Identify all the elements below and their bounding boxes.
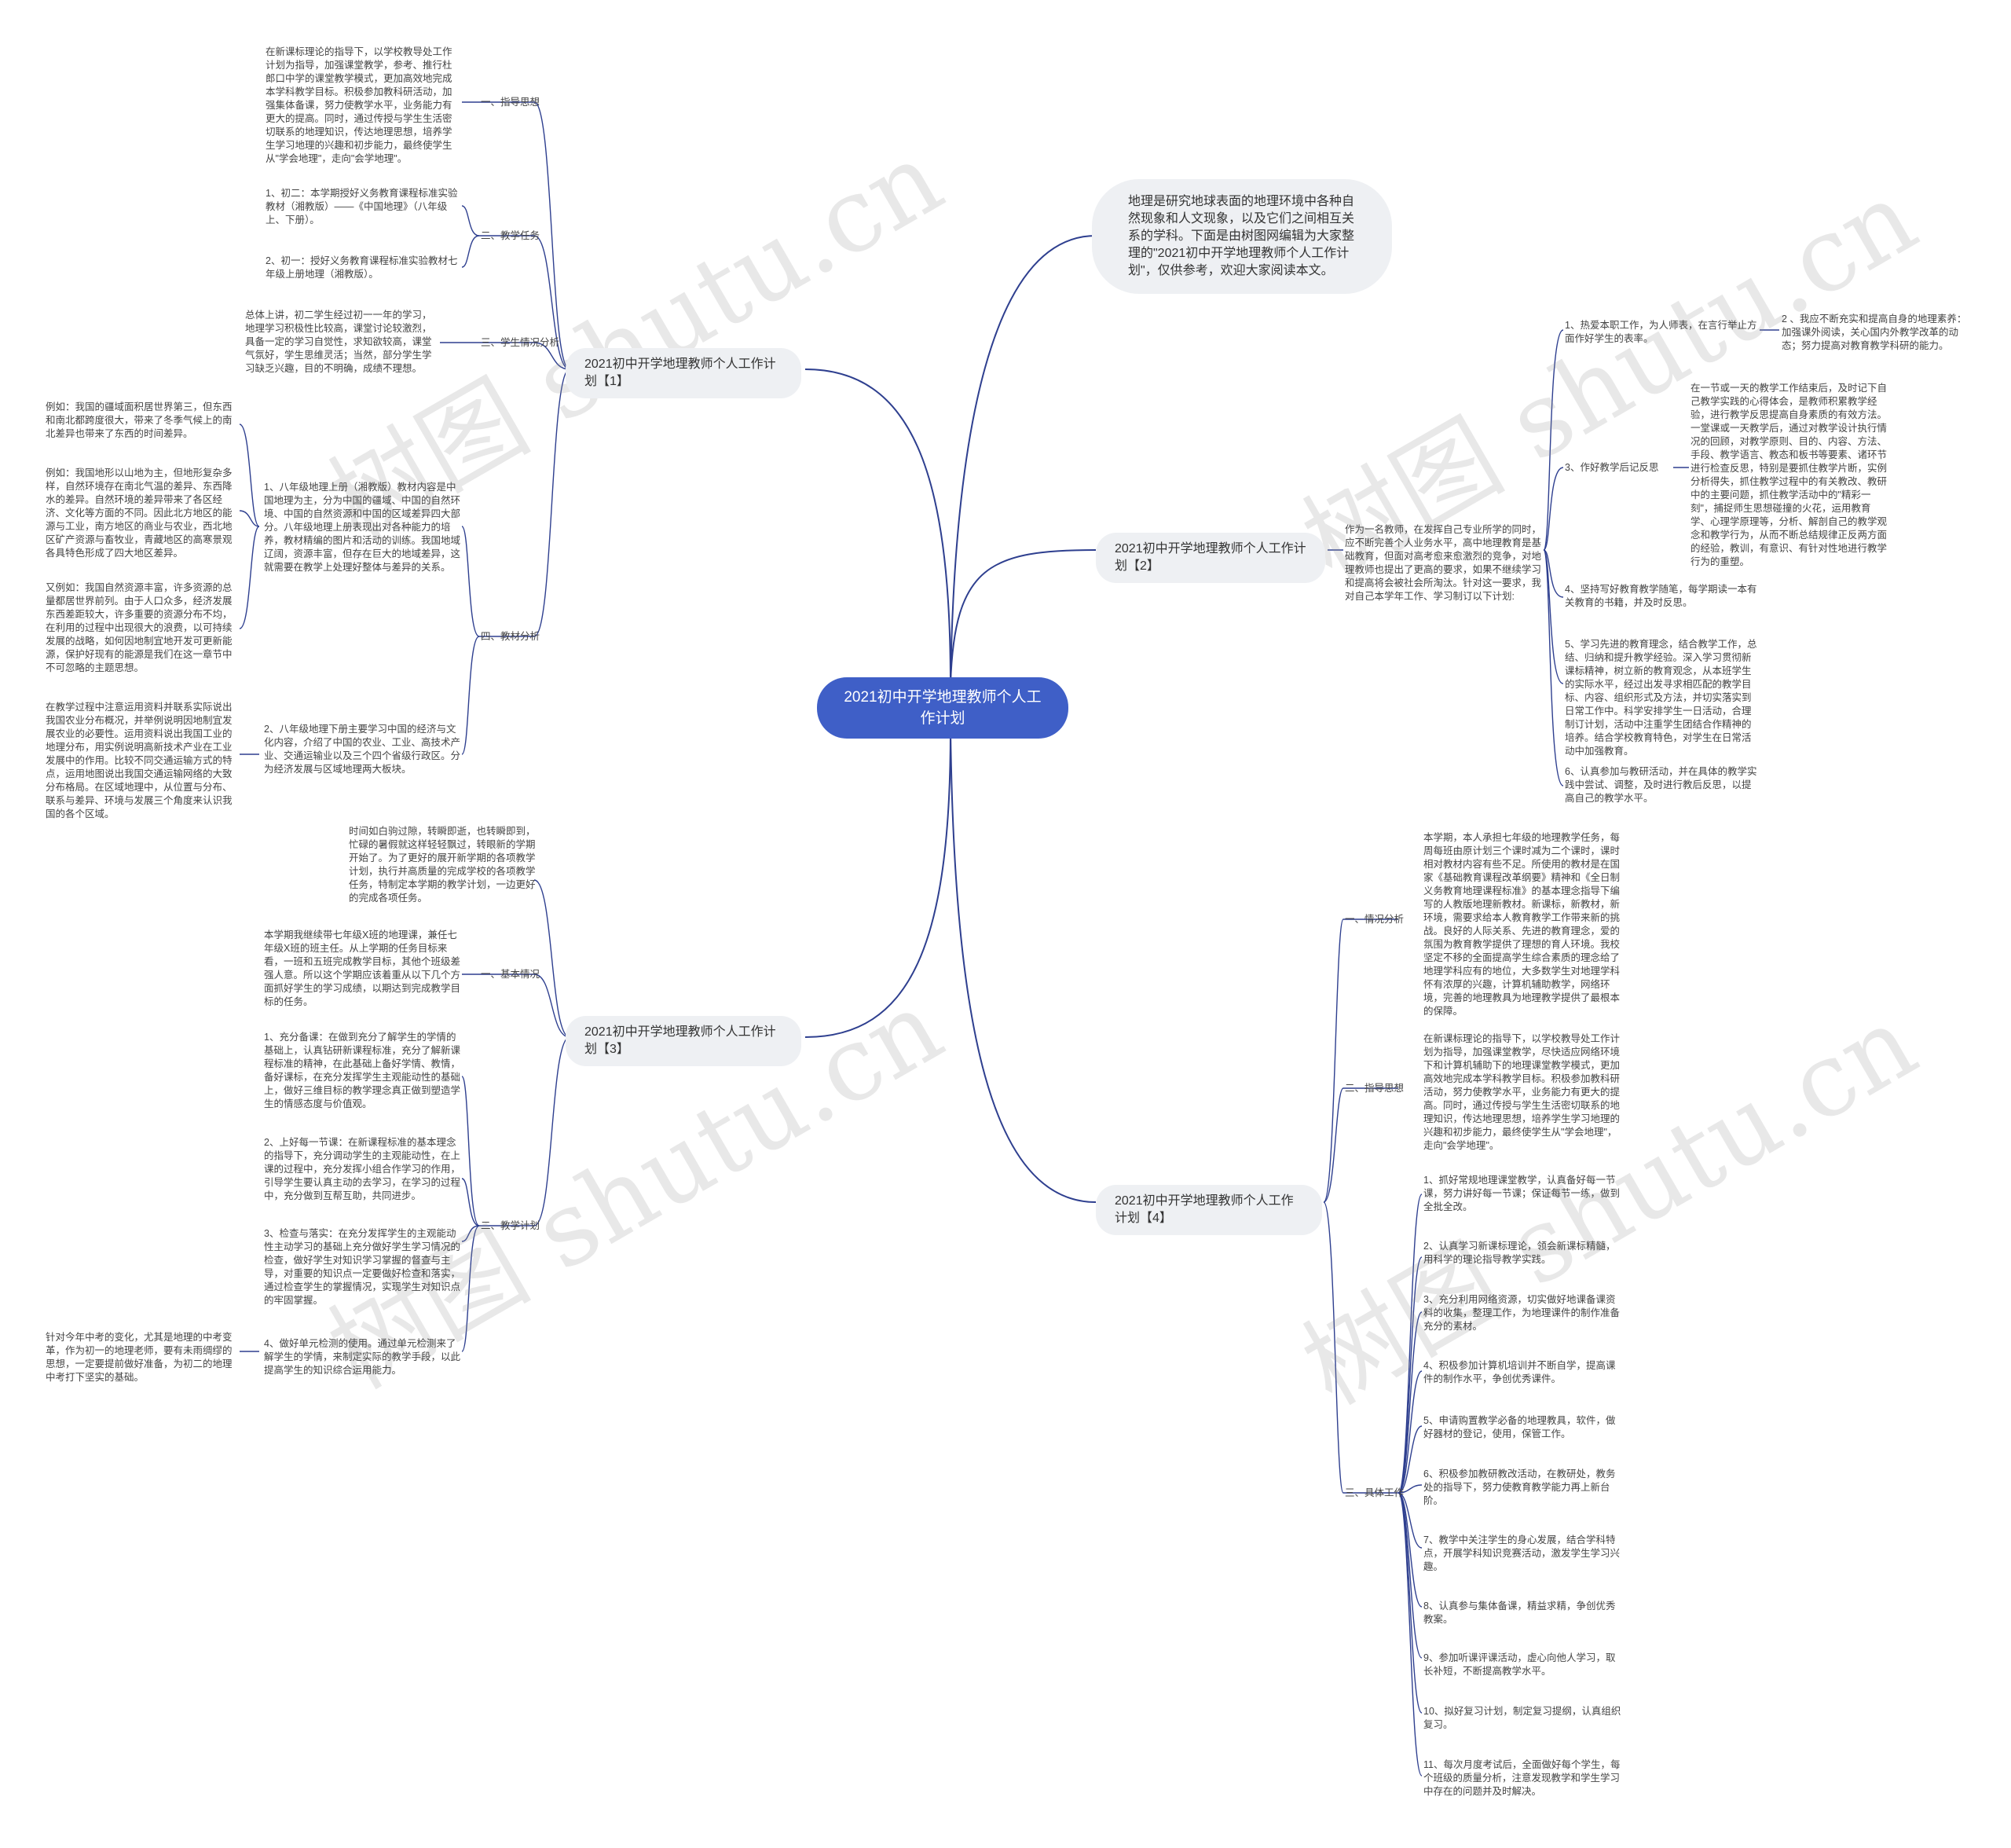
b4-item: 10、拟好复习计划，制定复习提纲，认真组织复习。 [1423,1706,1621,1730]
b1-s2-t1: 1、初二：本学期授好义务教育课程标准实验教材（湘教版）——《中国地理》（八年级上… [266,188,458,226]
b2-text: 作为一名教师，在发挥自己专业所学的同时，应不断完善个人业务水平，高中地理教育是基… [1345,524,1542,602]
b3-s2-t3: 3、检查与落实：在充分发挥学生的主观能动性主动学习的基础上充分做好学生学习情况的… [264,1228,461,1306]
edge-root-intro [950,235,1097,684]
b3-s1-label[interactable]: 一、基本情况 [481,969,540,980]
b4-item: 9、参加听课评课活动，虚心向他人学习，取长补短，不断提高教学水平。 [1423,1652,1616,1677]
b1-s4-e4: 在教学过程中注意运用资料并联系实际说出我国农业分布概况，并举例说明因地制宜发展农… [46,702,233,820]
b3-s2-t2: 2、上好每一节课：在新课程标准的基本理念的指导下，充分调动学生的主观能动性，在上… [264,1137,461,1201]
b2-item-6: 6、认真参加与教研活动，并在具体的教学实践中尝试、调整，及时进行教后反思，以提高… [1565,766,1757,804]
b4-s2-label[interactable]: 二、指导思想 [1345,1083,1405,1094]
b4-item: 11、每次月度考试后，全面做好每个学生，每个班级的质量分析，注意发现教学和学生学… [1423,1759,1621,1797]
edge-root-b4 [950,730,1097,1203]
b4-item: 8、认真参与集体备课，精益求精，争创优秀教案。 [1423,1600,1616,1625]
b4-item: 2、认真学习新课标理论，领会新课标精髓，用科学的理论指导教学实践。 [1423,1241,1616,1265]
b4-item: 6、积极参加教研教改活动，在教研处，教务处的指导下，努力使教育教学能力再上新台阶… [1423,1468,1616,1506]
intro-node[interactable]: 地理是研究地球表面的地理环境中各种自然现象和人文现象，以及它们之间相互关系的学科… [1092,179,1392,294]
b2-item-3-label[interactable]: 3、作好教学后记反思 [1565,462,1659,473]
b3-s2-t4: 4、做好单元检测的使用。通过单元检测来了解学生的学情，来制定实际的教学手段，以此… [264,1338,461,1376]
b1-s4-e2: 例如：我国地形以山地为主，但地形复杂多样，自然环境存在南北气温的差异、东西降水的… [46,468,233,559]
b4-s3-label[interactable]: 三、具体工作 [1345,1487,1405,1498]
b1-s4-e1: 例如：我国的疆域面积居世界第三，但东西和南北都跨度很大，带来了冬季气候上的南北差… [46,402,233,439]
root-node[interactable]: 2021初中开学地理教师个人工作计划 [817,677,1068,739]
edge-root-b2 [950,549,1097,684]
b2-item-3: 在一节或一天的教学工作结束后，及时记下自己教学实践的心得体会，是教师积累教学经验… [1690,383,1888,567]
b1-s2-t2: 2、初一：授好义务教育课程标准实验教材七年级上册地理（湘教版）。 [266,255,458,280]
b4-s1-label[interactable]: 一、情况分析 [1345,914,1405,925]
b4-item: 7、教学中关注学生的身心发展，结合学科特点，开展学科知识竞赛活动，激发学生学习兴… [1423,1534,1621,1572]
b1-s3-text: 总体上讲，初二学生经过初一一年的学习，地理学习积极性比较高，课堂讨论较激烈，具备… [245,310,432,374]
b4-item: 5、申请购置教学必备的地理教具，软件，做好器材的登记，使用，保管工作。 [1423,1415,1616,1439]
b4-s2-text: 在新课标理论的指导下，以学校教导处工作计划为指导，加强课堂教学，尽快适应网络环境… [1423,1033,1621,1151]
b1-s1-label[interactable]: 一、指导思想 [481,97,540,108]
branch-2[interactable]: 2021初中开学地理教师个人工作计划【2】 [1096,533,1325,583]
b4-item: 1、抓好常规地理课堂教学，认真备好每一节课，努力讲好每一节课；保证每节一练，做到… [1423,1175,1621,1212]
b3-s1-text: 本学期我继续带七年级X班的地理课，兼任七年级X班的班主任。从上学期的任务目标来看… [264,930,461,1007]
b2-item-1: 1、热爱本职工作，为人师表，在言行举止方面作好学生的表率。 [1565,320,1757,344]
branch-4[interactable]: 2021初中开学地理教师个人工作计划【4】 [1096,1185,1322,1235]
branch-3[interactable]: 2021初中开学地理教师个人工作计划【3】 [566,1016,801,1066]
b1-s4-e3: 又例如：我国自然资源丰富，许多资源的总量都居世界前列。由于人口众多，经济发展东西… [46,582,233,673]
b1-s1-text: 在新课标理论的指导下，以学校教导处工作计划为指导，加强课堂教学，参考、推行杜郎口… [266,46,452,164]
b3-s2-t1: 1、充分备课：在做到充分了解学生的学情的基础上，认真钻研新课程标准，充分了解新课… [264,1032,461,1109]
b1-s2-label[interactable]: 二、教学任务 [481,230,540,241]
b4-item: 3、充分利用网络资源，切实做好地课备课资料的收集，整理工作，为地理课件的制作准备… [1423,1294,1621,1332]
b3-top-text: 时间如白驹过隙，转瞬即逝，也转瞬即到，忙碌的暑假就这样轻轻飘过，转眼新的学期开始… [349,826,536,904]
edge-root-b3 [804,730,951,1038]
b2-item-5: 5、学习先进的教育理念，结合教学工作，总结、归纳和提升教学经验。深入学习贯彻新课… [1565,639,1757,757]
branch-1[interactable]: 2021初中开学地理教师个人工作计划【1】 [566,348,801,398]
b4-item: 4、积极参加计算机培训并不断自学，提高课件的制作水平，争创优秀课件。 [1423,1360,1616,1384]
b3-s2-e4: 针对今年中考的变化，尤其是地理的中考变革，作为初一的地理老师，要有未雨绸缪的思想… [46,1332,233,1383]
b1-s3-label[interactable]: 三、学生情况分析 [481,337,560,348]
edge-root-b1 [804,368,951,684]
b2-item-4: 4、坚持写好教育教学随笔，每学期读一本有关教育的书籍，并及时反思。 [1565,584,1757,608]
b2-item-2: 2 、我应不断充实和提高自身的地理素养：加强课外阅读，关心国内外教学改革的动态；… [1782,314,1967,351]
b3-s2-label[interactable]: 二、教学计划 [481,1220,540,1231]
b1-s4-label[interactable]: 四、教材分析 [481,631,540,642]
b4-s1-text: 本学期，本人承担七年级的地理教学任务，每周每班由原计划三个课时减为二个课时，课时… [1423,832,1621,1017]
b1-s4-p2: 2、八年级地理下册主要学习中国的经济与文化内容，介绍了中国的农业、工业、高技术产… [264,724,461,775]
b1-s4-p1: 1、八年级地理上册（湘教版）教材内容是中国地理为主，分为中国的疆域、中国的自然环… [264,482,461,573]
